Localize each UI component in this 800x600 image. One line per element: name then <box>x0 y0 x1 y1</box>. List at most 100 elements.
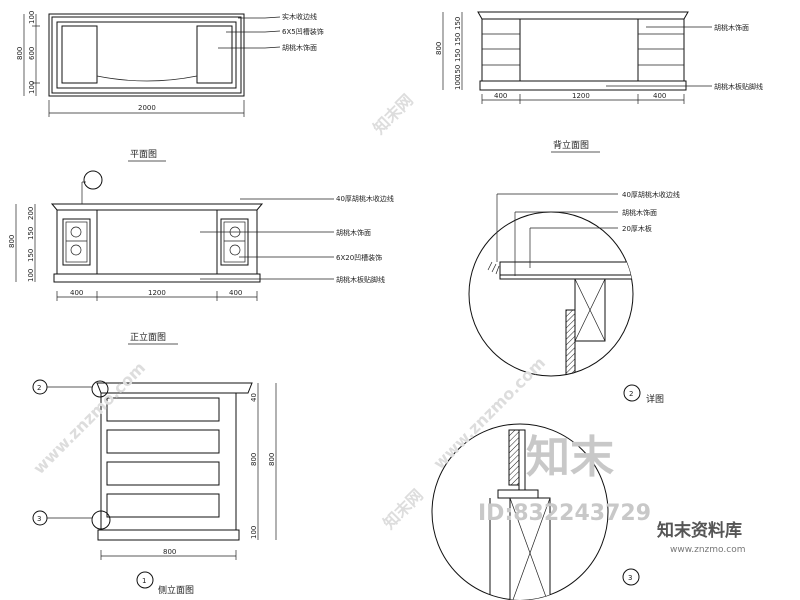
plan-depth-a: 100 <box>28 11 36 24</box>
detail-2-post-x2 <box>574 278 606 342</box>
back-body <box>481 18 685 82</box>
watermark-diagonal-url-1: www.znzmo.com <box>29 358 149 478</box>
side-detail-circle-3 <box>91 510 111 530</box>
front-section-marker <box>83 170 103 190</box>
back-dim-h5: 100 <box>454 77 462 90</box>
plan-note-3: 胡桃木饰面 <box>282 43 317 52</box>
front-dim-left: 400 <box>70 289 83 297</box>
back-elevation-view: 胡桃木饰面 胡桃木板贴脚线 400 1200 400 800 150 150 1… <box>435 11 763 153</box>
side-drawer-2 <box>106 429 220 454</box>
front-left-carving-1 <box>70 226 82 238</box>
side-dim-h-total: 800 <box>268 453 276 466</box>
front-right-carving-2 <box>229 244 241 256</box>
back-title: 背立面图 <box>553 139 589 151</box>
front-dim-h2: 150 <box>27 227 35 240</box>
brand-logo-name: 知末资料库 <box>656 520 742 541</box>
back-dim-left: 400 <box>494 92 507 100</box>
front-dim-mid: 1200 <box>148 289 166 297</box>
front-left-carved-inner <box>65 221 88 263</box>
plan-title: 平面图 <box>130 149 157 160</box>
front-elevation-view: 40厚胡桃木收边线 胡桃木饰面 6X20凹槽装饰 胡桃木板贴脚线 400 120… <box>8 170 394 345</box>
side-dim-width: 800 <box>163 548 176 556</box>
back-left-pedestal <box>481 18 521 82</box>
detail-2-panel-hatch <box>565 309 576 376</box>
front-dim-h1: 200 <box>27 207 35 220</box>
side-dim-h-bottom: 100 <box>250 526 258 539</box>
detail-2-veneer <box>499 274 633 280</box>
detail-3-title-marker-num: 3 <box>628 574 632 582</box>
side-elevation-view: 2 3 800 40 800 100 800 1 侧立面图 <box>32 379 277 596</box>
watermark-id: ID:832243729 <box>478 501 651 526</box>
side-title: 侧立面图 <box>158 584 194 596</box>
front-right-carved-inner <box>223 221 246 263</box>
side-drawer-1 <box>106 397 220 422</box>
side-dim-h-mid: 800 <box>250 453 258 466</box>
plan-depth-b: 600 <box>28 47 36 60</box>
plan-groove-line <box>56 21 237 89</box>
brand-logo-url: www.znzmo.com <box>670 545 745 555</box>
back-dim-h-total: 800 <box>435 42 443 55</box>
detail-2-title: 详图 <box>646 393 664 405</box>
back-note-1: 胡桃木饰面 <box>714 23 749 32</box>
detail-3-title-marker <box>622 568 640 586</box>
front-dim-h4: 100 <box>27 269 35 282</box>
back-dim-right: 400 <box>653 92 666 100</box>
detail-3-veneer <box>518 429 526 491</box>
back-dim-mid: 1200 <box>572 92 590 100</box>
plan-curve <box>96 75 198 82</box>
front-right-carved-panel <box>220 218 249 266</box>
watermark-diagonal-1: 知末网 <box>369 90 416 137</box>
side-drawer-4 <box>106 493 220 518</box>
detail-3-panel-hatch <box>508 429 520 486</box>
detail-2-top-board <box>499 261 633 276</box>
back-dim-h3: 150 <box>454 49 462 62</box>
plan-outer-outline <box>48 13 245 97</box>
detail-2-view: 40厚胡桃木收边线 胡桃木饰面 20厚木板 2 详图 <box>468 190 680 405</box>
side-plinth <box>97 529 240 541</box>
front-plinth <box>53 273 261 283</box>
side-callout-2-num: 2 <box>37 384 41 392</box>
watermark-big: 知末 <box>526 432 614 483</box>
front-note-1: 40厚胡桃木收边线 <box>336 194 394 203</box>
plan-width-dim: 2000 <box>138 104 156 112</box>
plan-leader-3 <box>218 46 281 49</box>
plan-right-panel <box>196 25 233 84</box>
front-left-carving-2 <box>70 244 82 256</box>
front-dim-h3: 150 <box>27 249 35 262</box>
side-title-marker-num: 1 <box>142 577 146 585</box>
side-drawer-3 <box>106 461 220 486</box>
back-dim-h2: 150 <box>454 33 462 46</box>
front-top-edge <box>50 203 264 211</box>
detail-2-circle <box>468 211 634 377</box>
front-left-carved-panel <box>62 218 91 266</box>
side-title-marker <box>136 571 154 589</box>
side-detail-circle-2 <box>91 380 109 398</box>
detail-2-note-2: 胡桃木饰面 <box>622 208 657 217</box>
front-note-3: 6X20凹槽装饰 <box>336 253 382 262</box>
detail-3-post-x2 <box>509 497 551 600</box>
front-dim-h-total: 800 <box>8 235 16 248</box>
front-dim-right: 400 <box>229 289 242 297</box>
plan-note-1: 实木收边线 <box>282 12 317 21</box>
front-note-4: 胡桃木板贴脚线 <box>336 275 385 284</box>
plan-leader-2 <box>226 30 281 33</box>
back-plinth <box>479 80 687 91</box>
plan-leader-1 <box>238 16 281 19</box>
plan-note-2: 6X5凹槽装饰 <box>282 27 324 36</box>
back-dim-h1: 150 <box>454 17 462 30</box>
back-right-pedestal <box>637 18 685 82</box>
detail-3-circle <box>431 423 609 600</box>
plan-depth-c: 100 <box>28 81 36 94</box>
front-title: 正立面图 <box>130 331 166 343</box>
back-top-edge <box>477 11 689 20</box>
detail-2-note-3: 20厚木板 <box>622 224 652 233</box>
back-dim-h4: 150 <box>454 65 462 78</box>
back-note-2: 胡桃木板贴脚线 <box>714 82 763 91</box>
watermark-diagonal-2: 知末网 <box>379 485 426 532</box>
front-note-2: 胡桃木饰面 <box>336 228 371 237</box>
brand-logo: 知末资料库 www.znzmo.com <box>656 520 745 555</box>
side-dim-h-top: 40 <box>250 393 258 402</box>
side-top-edge <box>96 382 253 394</box>
detail-3-post <box>509 497 551 600</box>
